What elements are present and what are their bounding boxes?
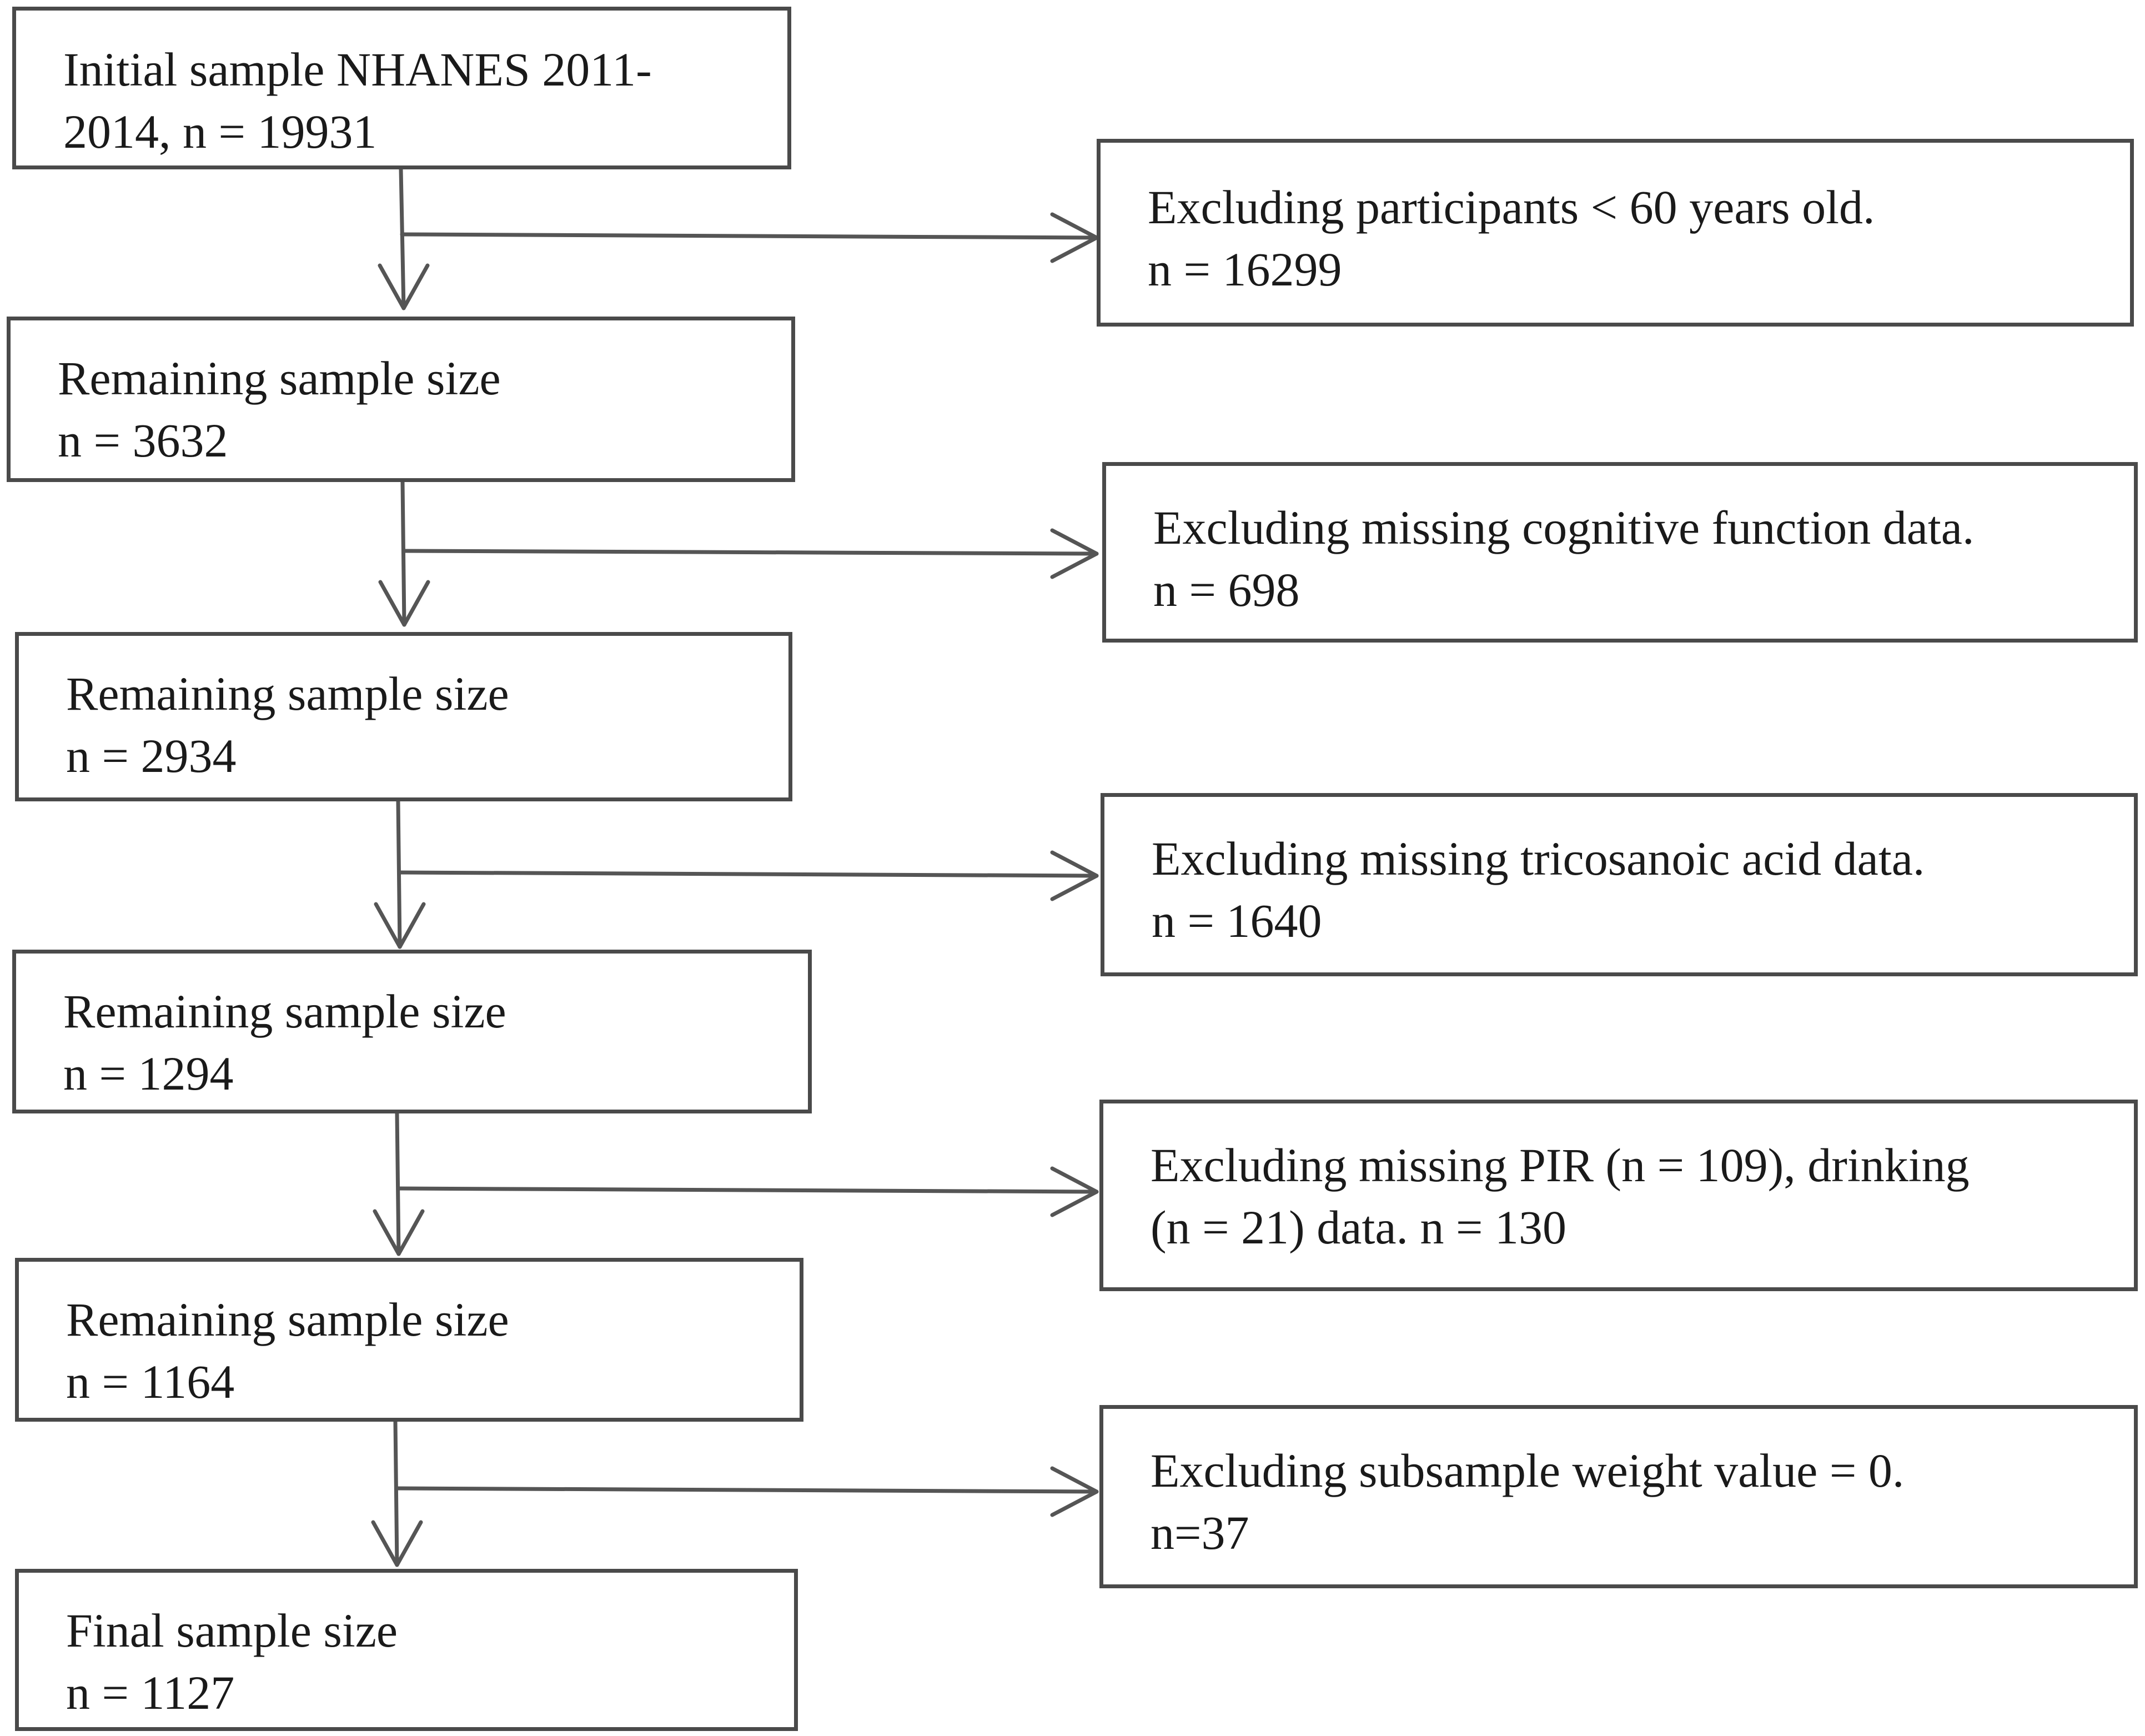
exclusion-box-pir-drinking: Excluding missing PIR (n = 109), drinkin… <box>1099 1100 2138 1291</box>
exclusion-arrow-4 <box>396 1186 1099 1194</box>
box-line: 2014, n = 19931 <box>63 105 377 158</box>
exclusion-arrow-3 <box>397 870 1099 878</box>
exclusion-arrowhead-4 <box>1050 1166 1099 1217</box>
flow-arrow-5 <box>393 1419 399 1567</box>
flow-arrow-4 <box>395 1111 401 1256</box>
box-line: Excluding missing PIR (n = 109), drinkin… <box>1151 1138 1970 1192</box>
box-line: n = 1640 <box>1152 894 1322 947</box>
box-line: n = 16299 <box>1148 243 1342 296</box>
initial-sample-box: Initial sample NHANES 2011- 2014, n = 19… <box>12 7 791 169</box>
remaining-sample-box-3: Remaining sample size n = 1294 <box>12 950 812 1113</box>
exclusion-box-age: Excluding participants < 60 years old. n… <box>1097 139 2134 327</box>
box-line: n = 1127 <box>66 1666 235 1719</box>
exclusion-arrow-1 <box>400 232 1099 240</box>
exclusion-arrow-2 <box>401 549 1099 556</box>
exclusion-box-tricosanoic: Excluding missing tricosanoic acid data.… <box>1101 793 2138 976</box>
box-line: Remaining sample size <box>58 352 501 405</box>
box-line: Excluding missing tricosanoic acid data. <box>1152 832 1925 885</box>
box-line: (n = 21) data. n = 130 <box>1151 1201 1567 1254</box>
remaining-sample-box-1: Remaining sample size n = 3632 <box>7 317 795 482</box>
exclusion-box-cognitive: Excluding missing cognitive function dat… <box>1102 462 2138 643</box>
final-sample-box: Final sample size n = 1127 <box>15 1569 798 1731</box>
exclusion-arrow-5 <box>394 1486 1099 1494</box>
box-line: n=37 <box>1151 1506 1249 1559</box>
flow-arrow-2 <box>400 480 406 627</box>
box-line: Remaining sample size <box>63 985 506 1038</box>
box-line: Initial sample NHANES 2011- <box>63 43 652 96</box>
exclusion-box-weight: Excluding subsample weight value = 0. n=… <box>1099 1405 2138 1588</box>
flow-arrowhead-2 <box>378 580 430 627</box>
box-line: Excluding missing cognitive function dat… <box>1153 501 1975 554</box>
exclusion-arrowhead-5 <box>1050 1466 1099 1517</box>
box-line: Excluding participants < 60 years old. <box>1148 180 1875 234</box>
box-line: Remaining sample size <box>66 667 509 720</box>
box-line: Remaining sample size <box>66 1293 509 1346</box>
box-line: n = 1164 <box>66 1355 235 1408</box>
box-line: Final sample size <box>66 1604 398 1657</box>
box-line: Excluding subsample weight value = 0. <box>1151 1444 1905 1497</box>
exclusion-arrowhead-2 <box>1050 528 1099 579</box>
flow-arrowhead-3 <box>374 902 426 949</box>
box-line: n = 2934 <box>66 729 237 782</box>
exclusion-arrowhead-3 <box>1050 850 1099 901</box>
box-line: n = 3632 <box>58 414 228 467</box>
box-line: n = 698 <box>1153 563 1300 616</box>
remaining-sample-box-4: Remaining sample size n = 1164 <box>15 1258 803 1422</box>
remaining-sample-box-2: Remaining sample size n = 2934 <box>15 632 792 801</box>
flow-arrowhead-1 <box>378 263 430 310</box>
flow-arrowhead-4 <box>373 1209 425 1256</box>
box-line: n = 1294 <box>63 1047 234 1100</box>
flow-arrow-1 <box>399 167 406 310</box>
flow-arrowhead-5 <box>371 1520 423 1567</box>
